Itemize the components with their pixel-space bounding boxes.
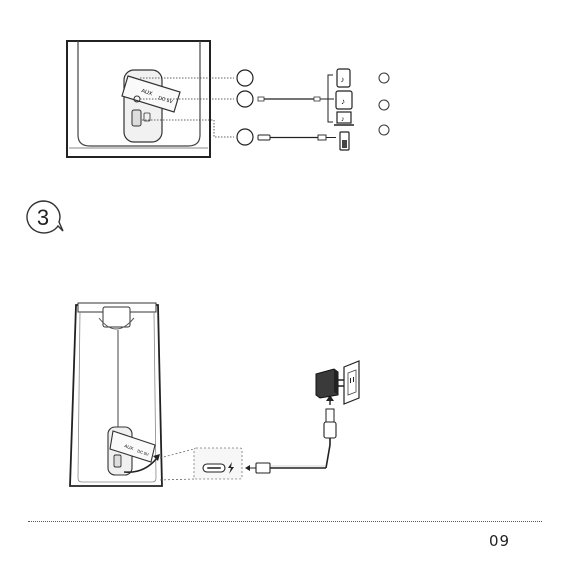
- power-bank-icon: [340, 132, 349, 150]
- svg-text:♪: ♪: [341, 97, 345, 106]
- wall-outlet-icon: [344, 361, 359, 404]
- page-number: 09: [489, 532, 525, 552]
- svg-text:♪: ♪: [341, 116, 345, 123]
- callout-circle: [237, 129, 253, 145]
- speaker-front-icon: AUX DC 5V: [70, 303, 162, 486]
- svg-text:♪: ♪: [341, 75, 345, 84]
- usb-cable-icon: [245, 395, 336, 473]
- tablet-icon: ♪: [336, 91, 352, 109]
- step-number: 3: [26, 202, 60, 234]
- footer-divider: [28, 521, 542, 522]
- callout-circle: [379, 100, 389, 110]
- usb-cable-icon: [258, 135, 336, 140]
- aux-cable-icon: [258, 97, 328, 101]
- power-adapter-icon: [316, 369, 344, 398]
- callout-circle: [237, 91, 253, 107]
- phone-icon: ♪: [337, 69, 350, 87]
- callout-circle: [379, 125, 389, 135]
- callout-circle: [237, 70, 253, 86]
- laptop-icon: ♪: [334, 112, 354, 125]
- callout-circle: [379, 73, 389, 83]
